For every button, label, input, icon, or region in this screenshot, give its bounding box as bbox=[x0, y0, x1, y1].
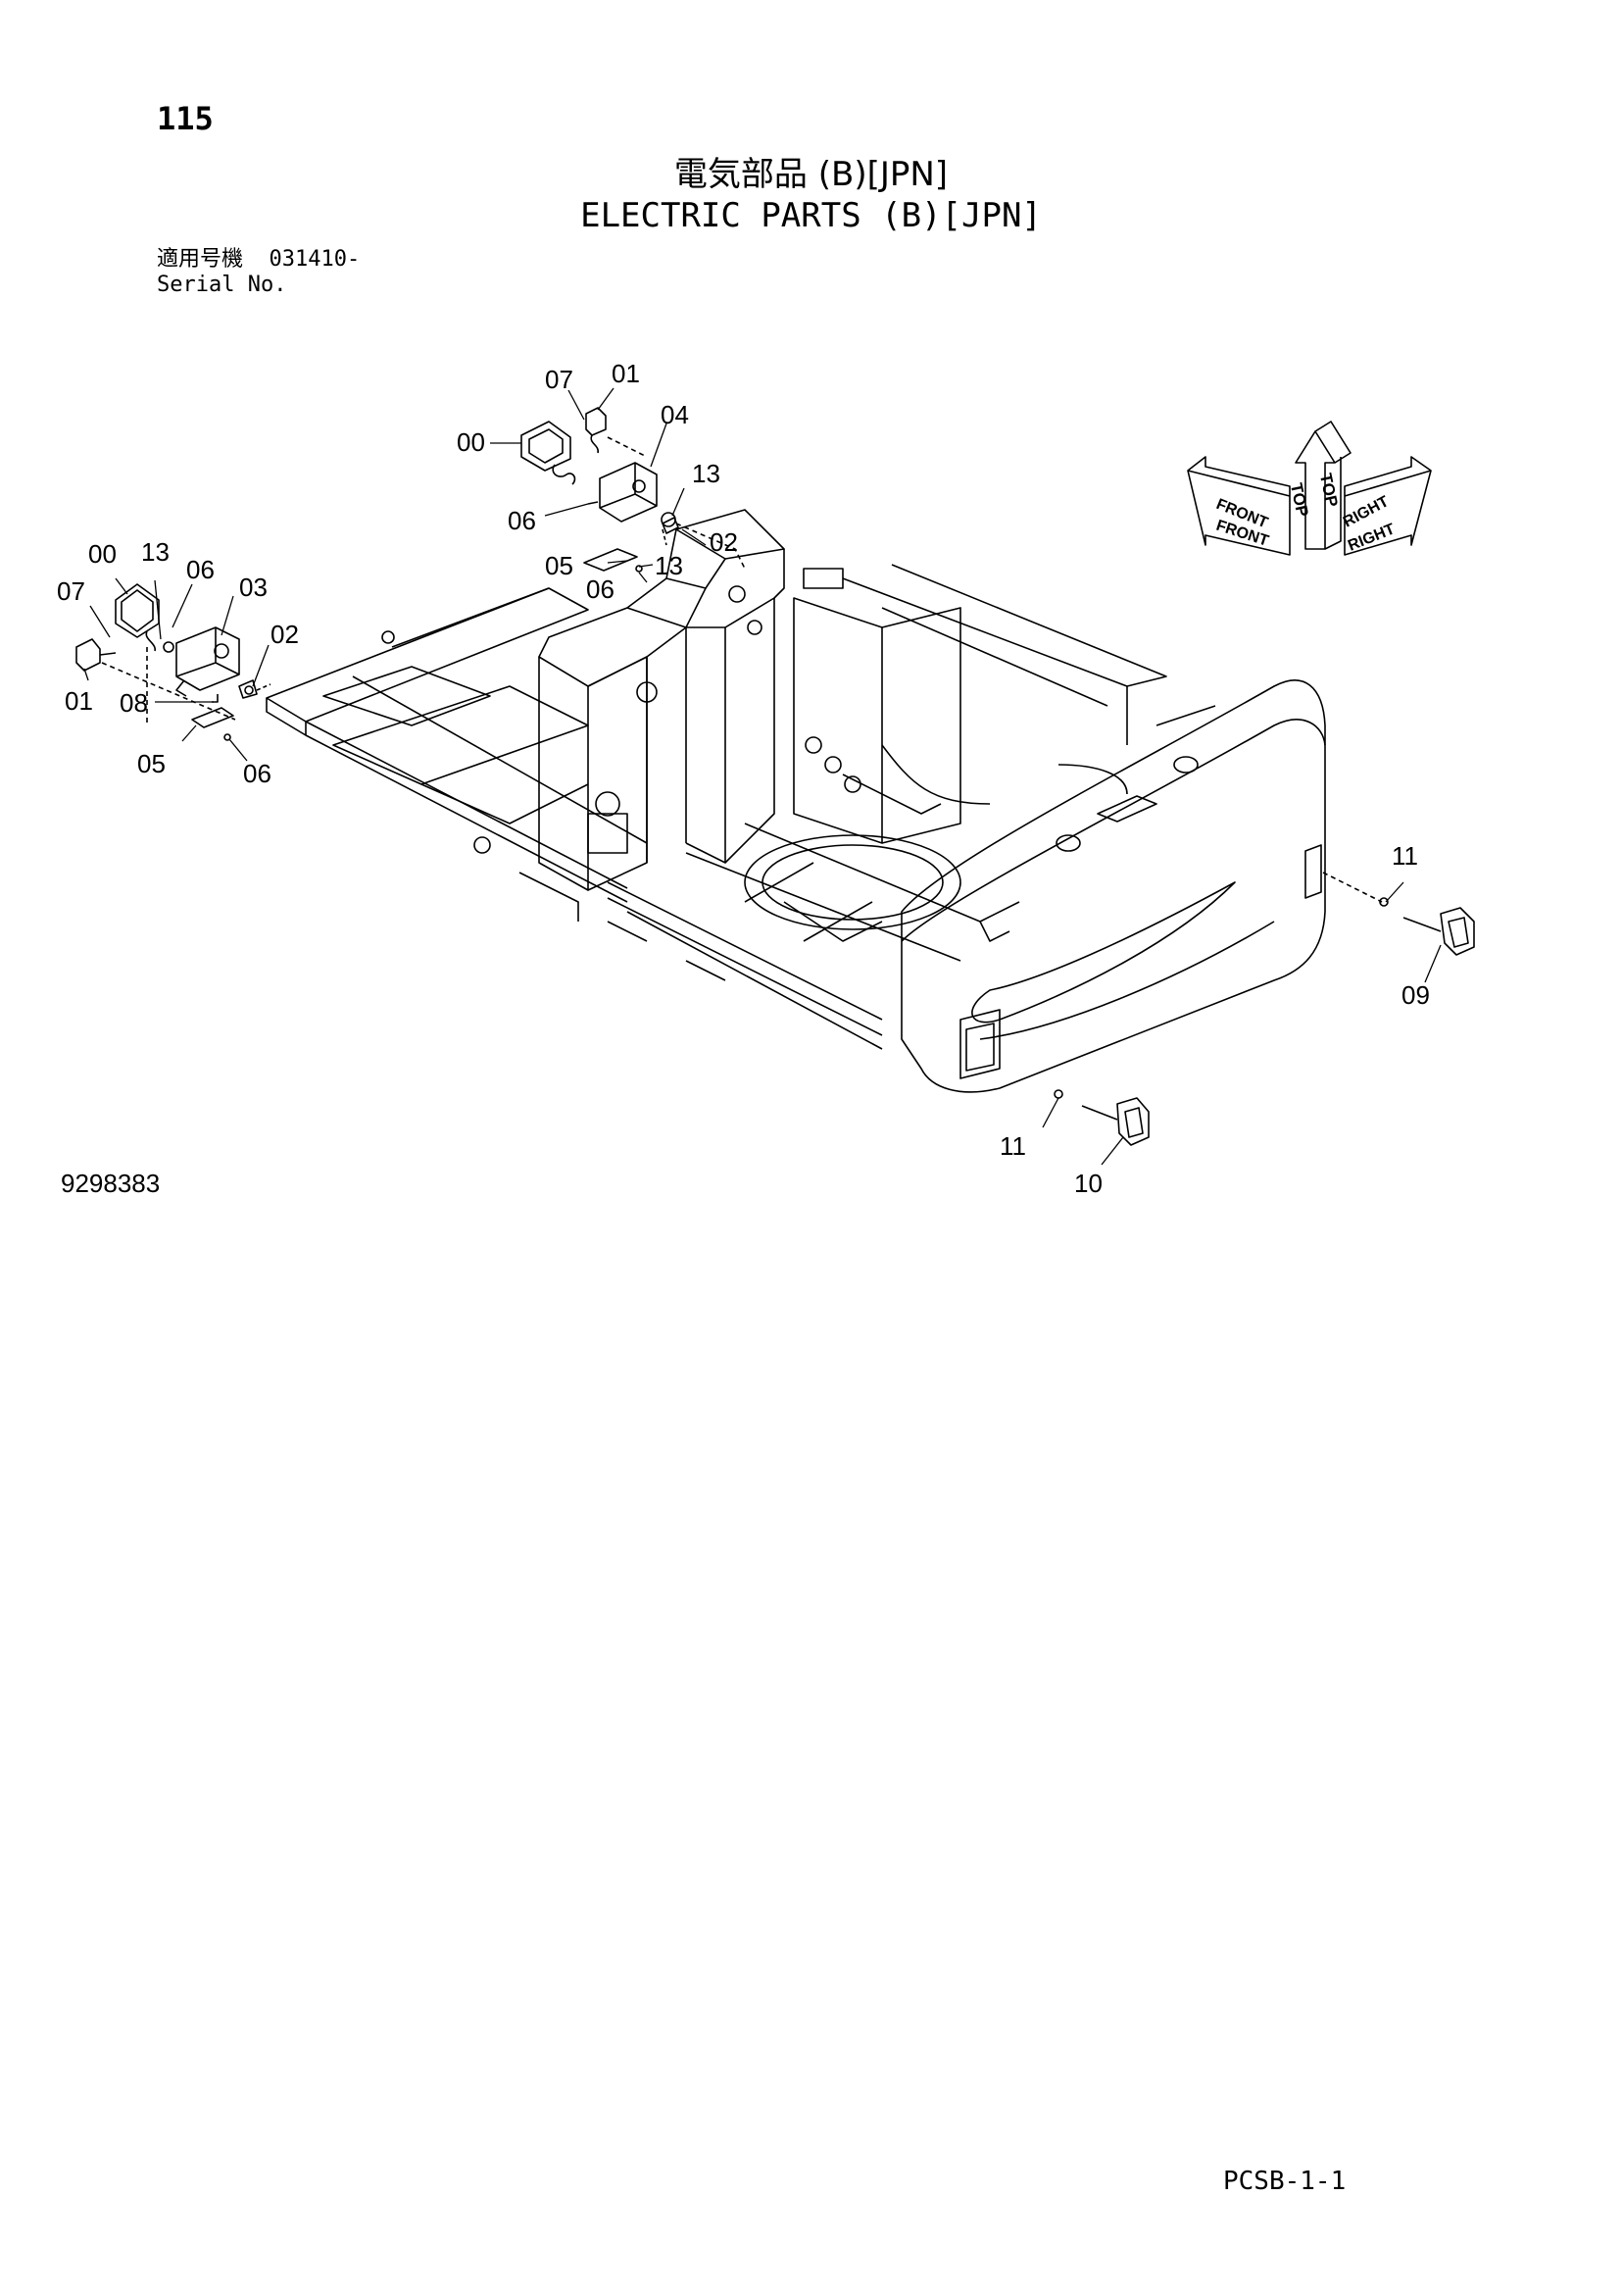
left-lamp-switch-icon bbox=[75, 638, 101, 672]
left-bracket-icon bbox=[175, 626, 240, 691]
callout-label: 02 bbox=[270, 620, 299, 649]
callout-label: 06 bbox=[508, 506, 536, 535]
callout-label: 06 bbox=[243, 759, 271, 788]
top-lamp-switch-icon bbox=[585, 407, 607, 436]
callout-label: 06 bbox=[186, 555, 215, 584]
callout-label: 09 bbox=[1401, 980, 1430, 1010]
top-arrow-icon bbox=[1295, 430, 1336, 550]
callout-label: 01 bbox=[65, 686, 93, 716]
page-number: 115 bbox=[157, 100, 214, 137]
callout-label: 11 bbox=[1000, 1131, 1026, 1161]
callout-label: 04 bbox=[661, 400, 689, 429]
callout-label: 13 bbox=[655, 551, 683, 580]
callout-label: 00 bbox=[457, 427, 485, 457]
parts-diagram: TOP TOP FRONT FRONT RIGHT RIGHT bbox=[57, 359, 1475, 1198]
orientation-indicator: TOP TOP FRONT FRONT RIGHT RIGHT bbox=[1187, 421, 1432, 556]
page-title-japanese: 電気部品 (B)[JPN] bbox=[673, 155, 949, 194]
right-rear-lamp-icon bbox=[1440, 907, 1475, 956]
front-arrow-icon bbox=[1187, 456, 1291, 556]
right-arrow-icon bbox=[1344, 456, 1432, 556]
top-plate-icon bbox=[583, 548, 638, 572]
top-bracket-icon bbox=[599, 462, 658, 523]
callout-label: 01 bbox=[612, 359, 640, 388]
callout-label: 13 bbox=[141, 537, 170, 567]
callout-label: 05 bbox=[545, 551, 573, 580]
serial-label-japanese: 適用号機 bbox=[157, 247, 244, 272]
callout-label: 05 bbox=[137, 749, 166, 778]
drawing-number: 9298383 bbox=[61, 1169, 161, 1198]
left-lamp-assembly bbox=[75, 583, 271, 741]
callout-label: 02 bbox=[710, 527, 738, 557]
top-lamp-assembly bbox=[520, 407, 746, 573]
callout-labels: 07 01 04 00 13 06 02 05 13 06 00 13 06 0… bbox=[57, 359, 1430, 1198]
callout-label: 11 bbox=[1392, 841, 1418, 871]
machine-frame bbox=[266, 509, 1167, 1050]
serial-value: 031410- bbox=[269, 247, 361, 272]
callout-label: 08 bbox=[120, 688, 148, 718]
bottom-rear-lamp-icon bbox=[1116, 1097, 1150, 1146]
callout-label: 06 bbox=[586, 574, 614, 604]
leader-lines bbox=[83, 387, 1442, 1166]
page-title-english: ELECTRIC PARTS (B)[JPN] bbox=[580, 196, 1042, 235]
left-plate-icon bbox=[191, 707, 234, 728]
orientation-top-lower: TOP bbox=[1316, 472, 1342, 509]
callout-label: 07 bbox=[545, 365, 573, 394]
serial-info: 適用号機 031410- Serial No. bbox=[157, 247, 360, 298]
serial-label-english: Serial No. bbox=[157, 273, 287, 297]
page-code: PCSB-1-1 bbox=[1223, 2167, 1347, 2196]
rear-lamps bbox=[1054, 872, 1475, 1146]
top-work-lamp-icon bbox=[520, 421, 571, 472]
callout-label: 13 bbox=[692, 459, 720, 488]
callout-label: 03 bbox=[239, 573, 268, 602]
counterweight bbox=[901, 679, 1326, 1093]
callout-label: 00 bbox=[88, 539, 117, 569]
callout-label: 07 bbox=[57, 576, 85, 606]
callout-label: 10 bbox=[1074, 1169, 1103, 1198]
